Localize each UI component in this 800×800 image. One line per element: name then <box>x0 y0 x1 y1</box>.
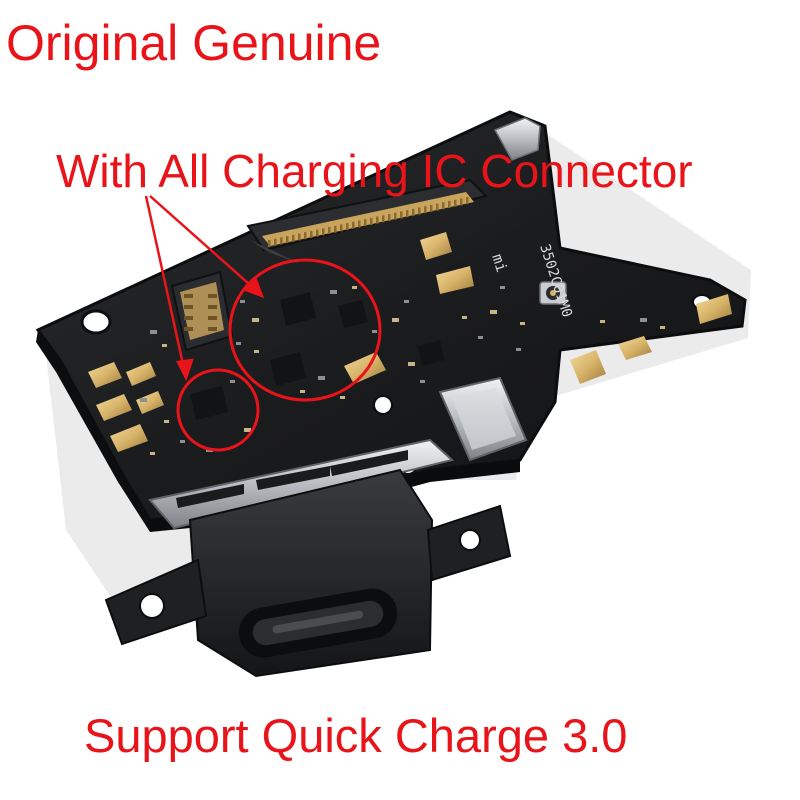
connector-pin <box>388 214 391 221</box>
connector-pin <box>184 305 193 309</box>
connector-pin <box>442 202 445 210</box>
connector-pin <box>424 206 427 214</box>
connector-pin <box>208 305 217 309</box>
connector-pin <box>340 224 343 232</box>
connector-pin <box>400 211 403 219</box>
side-connector <box>170 270 234 352</box>
smd-part <box>236 342 241 345</box>
charging-ics <box>190 292 444 420</box>
smd-part <box>372 330 377 333</box>
smd-part <box>240 300 245 303</box>
connector-pin <box>328 227 331 234</box>
circle-highlight-icon <box>176 368 260 452</box>
smd-part <box>600 320 605 323</box>
connector-pin <box>268 240 271 247</box>
smd-part <box>408 362 415 366</box>
gold-pads-right <box>344 232 732 384</box>
smd-part <box>462 316 467 319</box>
silkscreen-logo: mi <box>488 252 511 275</box>
connector-pin <box>280 237 283 245</box>
connector-pin <box>466 197 469 205</box>
connector-pin <box>418 207 421 215</box>
connector-pin <box>370 217 373 225</box>
usb-c-port <box>104 438 512 678</box>
smd-part <box>164 420 169 423</box>
smd-part <box>254 350 259 353</box>
connector-pin <box>460 198 463 206</box>
connector-pin <box>364 219 367 227</box>
smd-part <box>180 440 185 443</box>
connector-pin <box>286 236 289 244</box>
smd-part <box>330 290 337 294</box>
silver-component <box>438 376 528 462</box>
smd-part <box>150 452 155 455</box>
smd-part <box>660 326 665 329</box>
connector-pin <box>298 233 301 241</box>
top-bracket <box>493 117 541 161</box>
smd-part <box>252 318 259 322</box>
connector-pin <box>430 204 433 212</box>
smd-part <box>352 286 357 289</box>
connector-pin <box>310 230 313 238</box>
connector-pin <box>448 201 451 208</box>
smd-part <box>150 330 157 334</box>
footer-caption: Support Quick Charge 3.0 <box>84 709 628 762</box>
connector-pin <box>184 294 193 298</box>
smd-part <box>318 376 325 380</box>
connector-pin <box>208 316 217 320</box>
smd-part <box>230 380 235 383</box>
connector-pin <box>358 220 361 228</box>
connector-pin <box>208 294 217 298</box>
connector-pin <box>208 327 217 331</box>
connector-pin <box>274 238 277 246</box>
smd-part <box>244 428 251 432</box>
circle-highlight-icon <box>228 258 382 402</box>
smd-part <box>520 322 525 325</box>
connector-pin <box>334 225 337 233</box>
connector-pin <box>184 327 193 331</box>
connector-pin <box>394 212 397 220</box>
connector-pin <box>382 215 385 223</box>
smd-part <box>500 286 505 289</box>
smd-part <box>516 348 521 351</box>
smd-part <box>478 336 483 339</box>
gold-pads-left <box>88 362 164 452</box>
smd-part <box>404 300 409 303</box>
connector-pin <box>376 216 379 224</box>
fpc-connector <box>246 178 488 264</box>
connector-pin <box>292 234 295 242</box>
smd-part <box>490 310 497 314</box>
title-caption: Original Genuine <box>6 15 382 71</box>
connector-pin <box>454 199 457 207</box>
smd-part <box>640 318 647 322</box>
connector-pin <box>346 223 349 231</box>
mount-hole-left <box>80 309 112 335</box>
connector-pin <box>412 208 415 216</box>
smd-part <box>392 318 399 322</box>
callout-caption: With All Charging IC Connector <box>56 145 693 197</box>
antenna-connector <box>539 281 567 305</box>
smd-part <box>140 398 147 402</box>
connector-pin <box>436 203 439 211</box>
arrow-icon <box>144 195 265 382</box>
connector-pin <box>322 228 325 236</box>
connector-pin <box>316 229 319 237</box>
connector-pin <box>184 316 193 320</box>
connector-pin <box>304 232 307 240</box>
smd-part <box>300 390 305 393</box>
connector-pin <box>352 221 355 229</box>
connector-pin <box>406 210 409 218</box>
smd-part <box>162 344 167 347</box>
smd-part <box>340 396 345 399</box>
smd-part <box>420 380 425 383</box>
via-hole <box>373 395 393 415</box>
